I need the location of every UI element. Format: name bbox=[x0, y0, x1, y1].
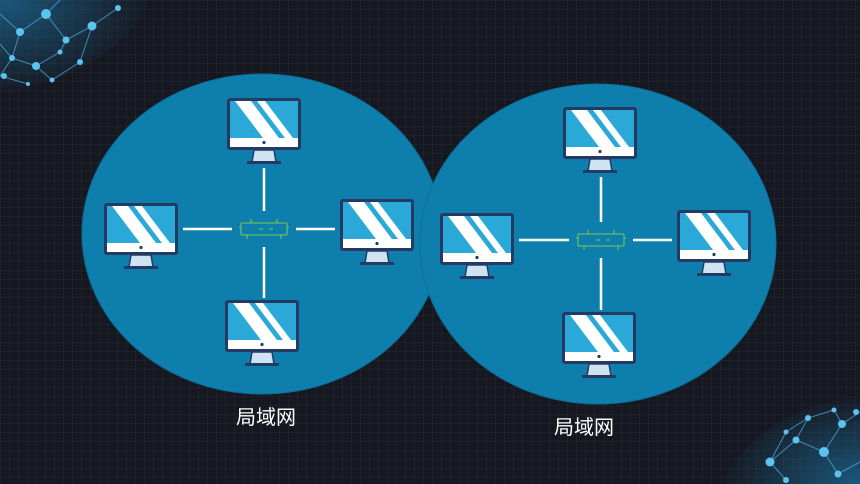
monitor-icon-right bbox=[677, 210, 751, 276]
monitor-icon-bottom bbox=[562, 312, 636, 378]
lan-boundary-circle bbox=[419, 83, 777, 405]
lan-network-right bbox=[419, 83, 777, 405]
corner-network-top-left bbox=[0, 0, 150, 95]
corner-network-bottom-right bbox=[720, 395, 860, 484]
monitor-icon-left bbox=[440, 213, 514, 279]
lan-label-left: 局域网 bbox=[236, 405, 296, 429]
lan-label-right: 局域网 bbox=[554, 415, 614, 439]
monitor-icon-top bbox=[563, 107, 637, 173]
monitor-icon-right bbox=[340, 199, 414, 265]
network-switch-icon bbox=[239, 219, 289, 239]
monitor-icon-bottom bbox=[225, 300, 299, 366]
lan-network-left bbox=[81, 73, 443, 395]
monitor-icon-top bbox=[227, 98, 301, 164]
monitor-icon-left bbox=[104, 203, 178, 269]
network-switch-icon bbox=[576, 230, 626, 250]
